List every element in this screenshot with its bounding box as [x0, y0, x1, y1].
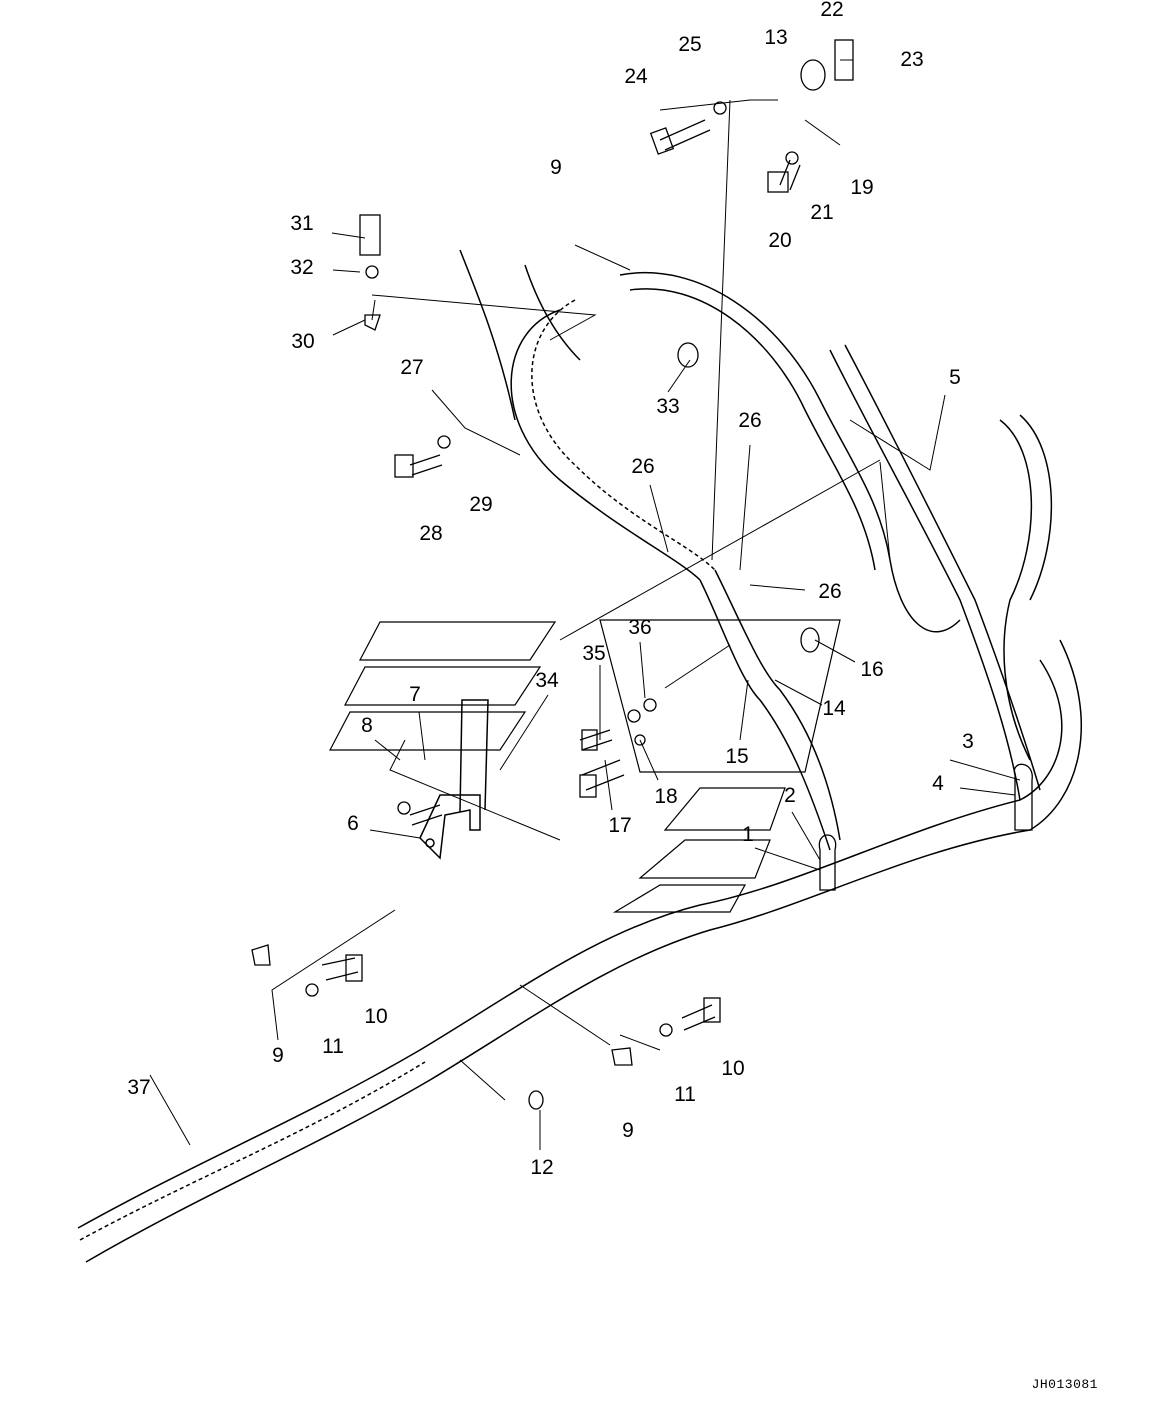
- callout-8: 8: [361, 714, 373, 737]
- callout-30: 30: [291, 330, 315, 353]
- callout-36: 36: [628, 616, 652, 639]
- callout-5: 5: [949, 366, 961, 389]
- drawing-code: JH013081: [1031, 1377, 1098, 1392]
- callout-4: 4: [932, 772, 944, 795]
- callout-29: 29: [469, 493, 493, 516]
- callout-32: 32: [290, 256, 314, 279]
- callout-9: 9: [272, 1044, 284, 1067]
- callout-26: 26: [631, 455, 655, 478]
- callout-20: 20: [768, 229, 792, 252]
- callout-25: 25: [678, 33, 702, 56]
- callout-12: 12: [530, 1156, 554, 1179]
- callout-13: 13: [764, 26, 788, 49]
- callout-31: 31: [290, 212, 314, 235]
- callout-35: 35: [582, 642, 606, 665]
- callout-22: 22: [820, 0, 844, 21]
- leader-lines: [149, 59, 1021, 1150]
- callout-33: 33: [656, 395, 680, 418]
- callout-24: 24: [624, 65, 648, 88]
- callout-17: 17: [608, 814, 632, 837]
- callout-6: 6: [347, 812, 359, 835]
- callout-7: 7: [409, 683, 421, 706]
- callout-26: 26: [818, 580, 842, 603]
- callout-10: 10: [721, 1057, 745, 1080]
- main-harness-37: [77, 639, 1083, 1263]
- bracket-6: [419, 699, 489, 860]
- right-harness: [829, 344, 1053, 801]
- callout-27: 27: [400, 356, 424, 379]
- ground-plates: [329, 619, 841, 913]
- callout-19: 19: [850, 176, 874, 199]
- upper-harness: [459, 249, 961, 851]
- callout-21: 21: [810, 201, 834, 224]
- callout-26: 26: [738, 409, 762, 432]
- callout-10: 10: [364, 1005, 388, 1028]
- fasteners: [251, 39, 1033, 1110]
- callout-23: 23: [900, 48, 924, 71]
- callout-15: 15: [725, 745, 749, 768]
- callout-14: 14: [822, 697, 846, 720]
- callout-18: 18: [654, 785, 678, 808]
- callout-9: 9: [622, 1119, 634, 1142]
- callout-34: 34: [535, 669, 559, 692]
- callout-3: 3: [962, 730, 974, 753]
- callout-16: 16: [860, 658, 884, 681]
- callout-2: 2: [784, 784, 796, 807]
- callout-1: 1: [742, 823, 754, 846]
- callout-28: 28: [419, 522, 443, 545]
- callout-37: 37: [127, 1076, 151, 1099]
- callout-11: 11: [674, 1083, 696, 1106]
- callout-11: 11: [322, 1035, 344, 1058]
- callout-9: 9: [550, 156, 562, 179]
